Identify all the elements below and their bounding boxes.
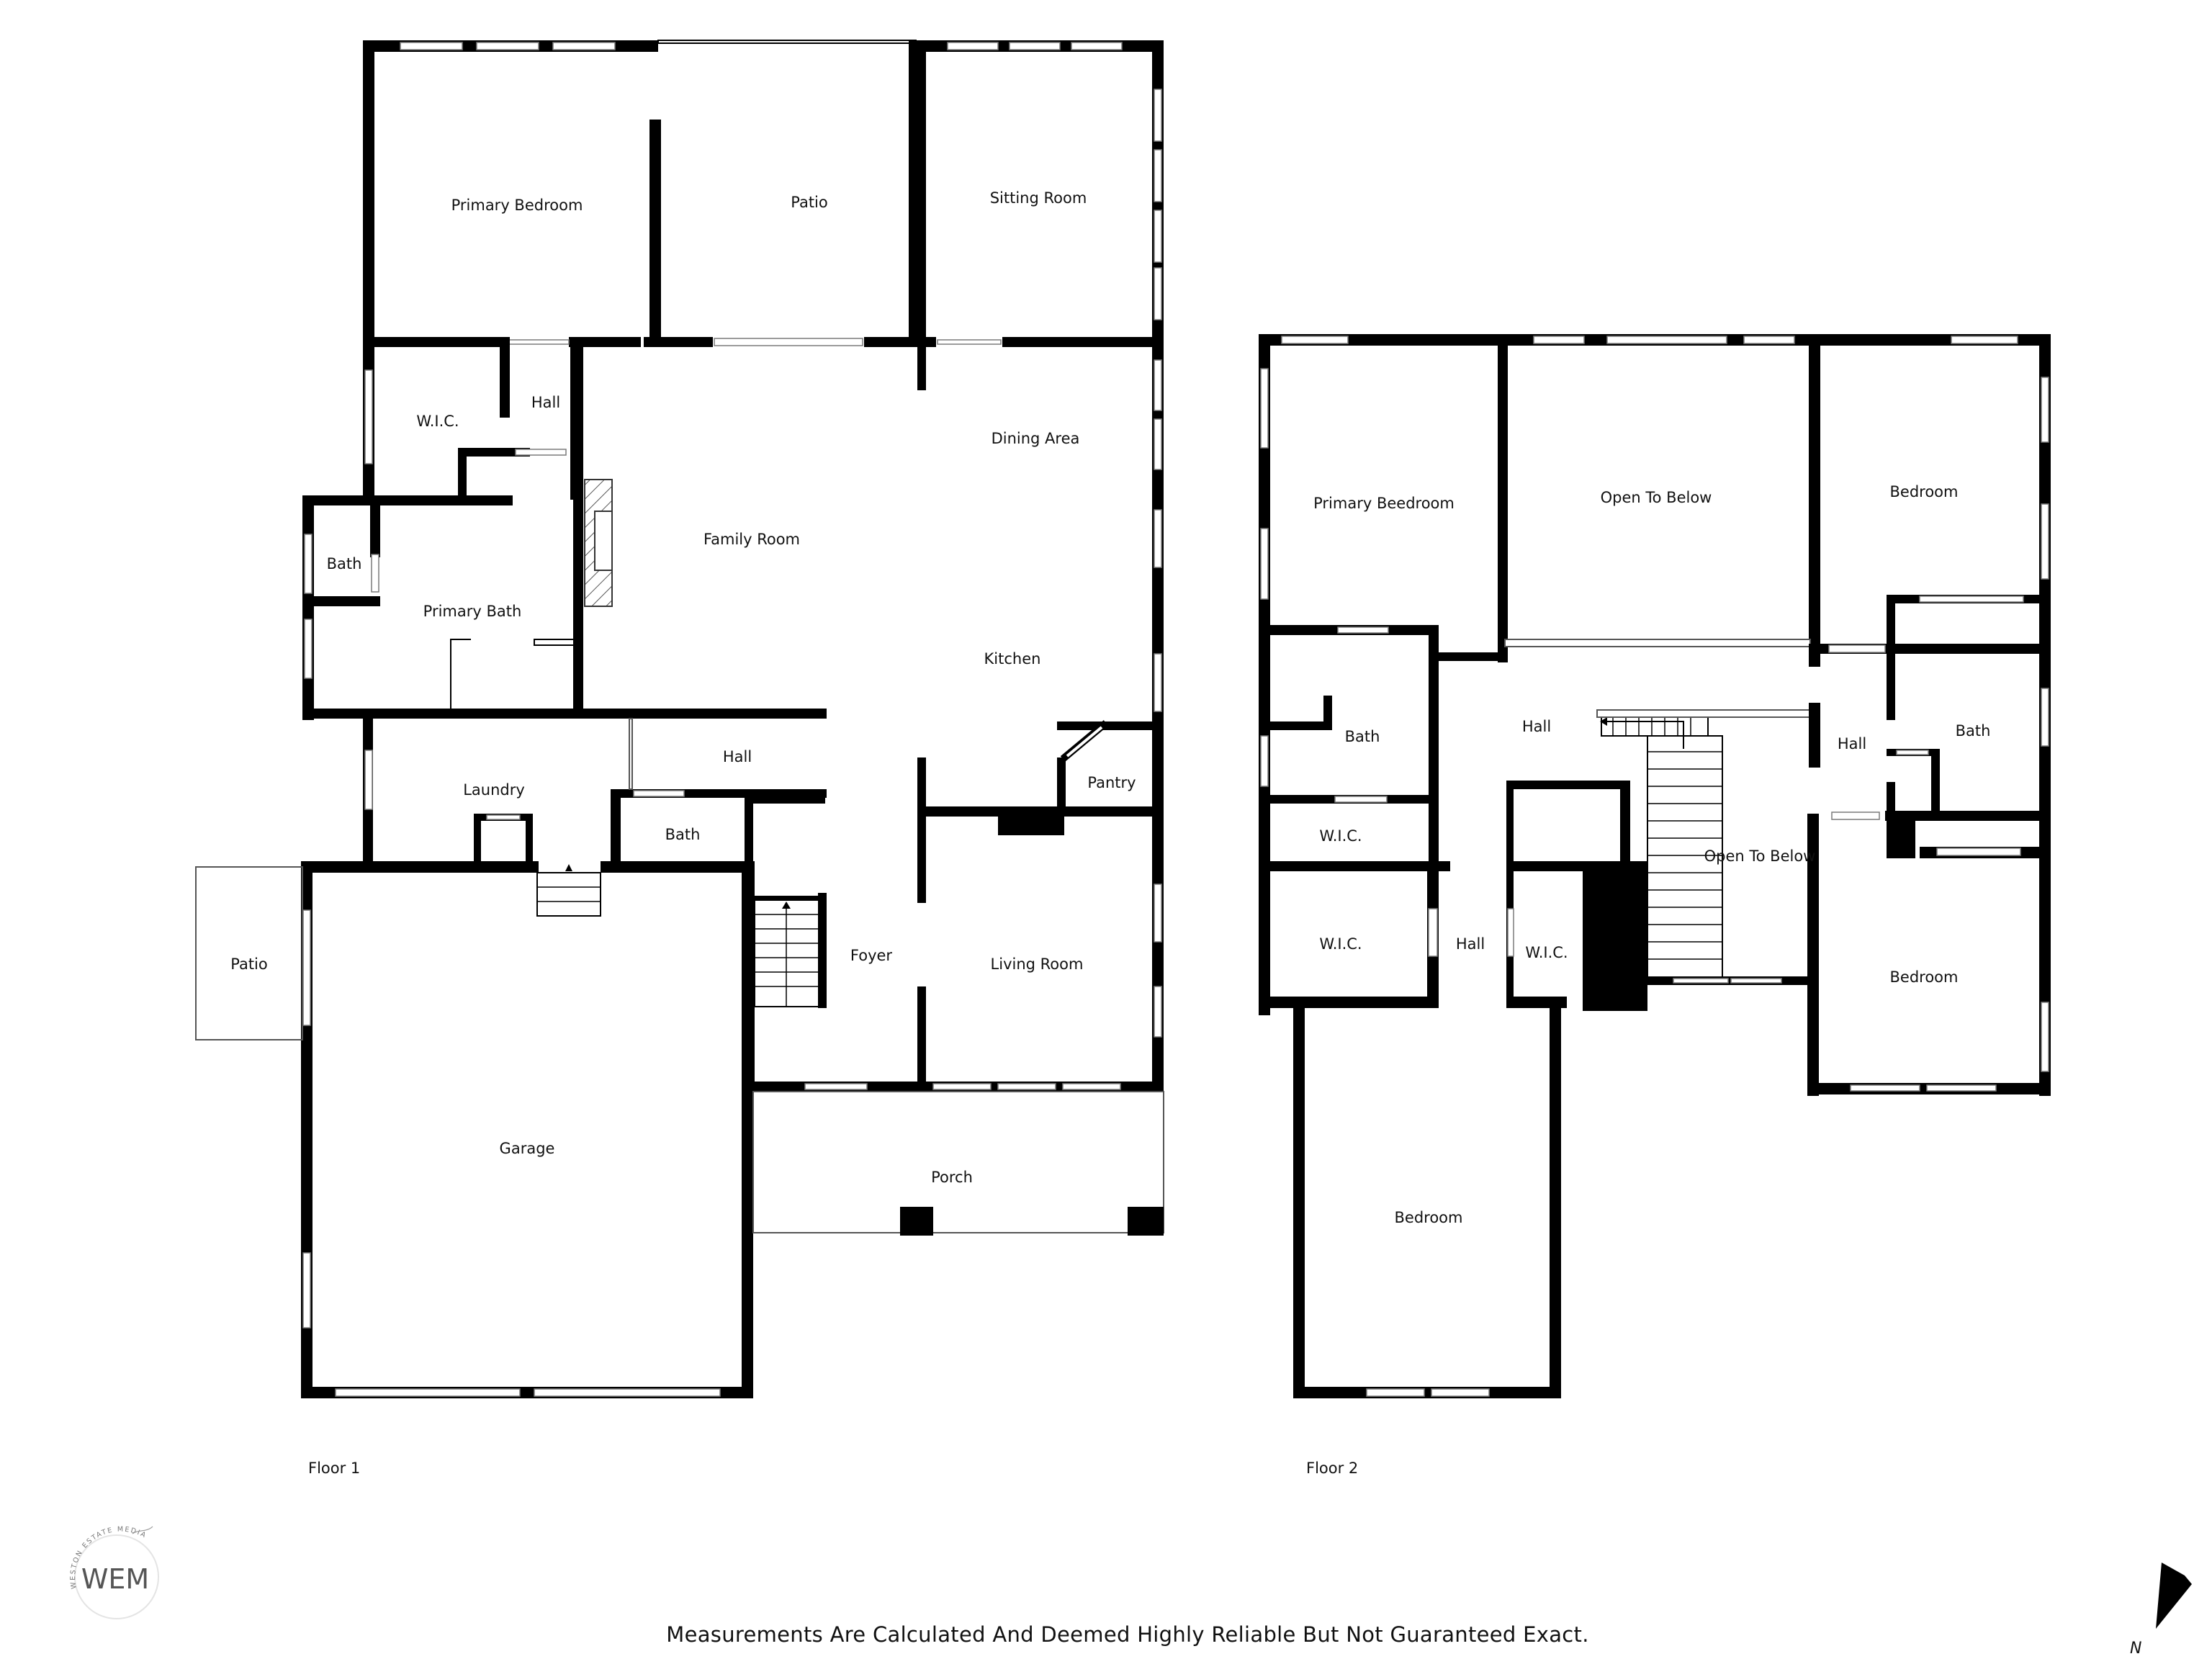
floor-1-label: Floor 1: [308, 1460, 360, 1477]
room-label: Open To Below: [1704, 848, 1816, 865]
room-label: Hall: [1838, 735, 1866, 752]
floor-2-walls: [1259, 334, 2051, 1398]
room-label: Laundry: [463, 781, 525, 799]
room-label: Bedroom: [1890, 968, 1959, 986]
floor-1-plan: Primary Bedroom Patio Sitting Room W.I.C…: [195, 40, 1164, 1477]
floor-1-service-walls: [363, 711, 827, 870]
room-label: Primary Bath: [423, 603, 522, 620]
room-label: Bath: [1345, 728, 1380, 745]
room-label: Family Room: [703, 531, 800, 548]
disclaimer-text: Measurements Are Calculated And Deemed H…: [666, 1622, 1589, 1647]
room-label: Living Room: [991, 956, 1084, 973]
room-label: W.I.C.: [1319, 935, 1362, 953]
north-arrow-icon: N: [2130, 1563, 2192, 1658]
room-label: Bedroom: [1395, 1209, 1463, 1226]
room-label: Hall: [1456, 935, 1485, 953]
room-label: Porch: [931, 1169, 973, 1186]
floor-2-label: Floor 2: [1306, 1460, 1358, 1477]
company-logo: WESTON ESTATE MEDIA WEM: [69, 1526, 159, 1619]
room-label: W.I.C.: [1319, 827, 1362, 845]
room-label: Patio: [230, 956, 268, 973]
room-label: Patio: [791, 194, 828, 211]
room-label: Sitting Room: [990, 189, 1087, 207]
floor-1-main-walls: [745, 720, 1164, 1236]
room-label: Kitchen: [984, 650, 1041, 667]
floor-1-garage-walls: [195, 861, 755, 1398]
room-label: Pantry: [1087, 774, 1136, 791]
logo-initials: WEM: [81, 1563, 149, 1595]
room-label: Foyer: [850, 947, 893, 964]
room-label: Open To Below: [1601, 489, 1712, 506]
floor-1-stair: [754, 899, 820, 1007]
room-label: Hall: [723, 748, 752, 765]
room-label: W.I.C.: [1525, 944, 1568, 961]
room-label: Bath: [665, 826, 701, 843]
floor-1-room-labels: Primary Bedroom Patio Sitting Room W.I.C…: [230, 189, 1136, 1186]
room-label: Bath: [327, 555, 362, 572]
room-label: Bedroom: [1890, 483, 1959, 500]
room-label: Garage: [500, 1140, 555, 1157]
compass-north-label: N: [2130, 1640, 2141, 1658]
room-label: Hall: [531, 394, 560, 411]
room-label: Primary Bedroom: [451, 197, 583, 214]
floor-2-plan: Primary Beedroom Open To Below Bedroom B…: [1259, 334, 2051, 1477]
floor-2-room-labels: Primary Beedroom Open To Below Bedroom B…: [1313, 483, 1990, 1226]
floor-1-upper-walls: [363, 40, 1164, 1092]
room-label: Bath: [1956, 722, 1991, 739]
floor-1-west-wing-walls: [302, 337, 827, 720]
room-label: Hall: [1522, 718, 1551, 735]
room-label: Dining Area: [992, 430, 1080, 447]
room-label: W.I.C.: [416, 413, 459, 430]
room-label: Primary Beedroom: [1313, 495, 1455, 512]
